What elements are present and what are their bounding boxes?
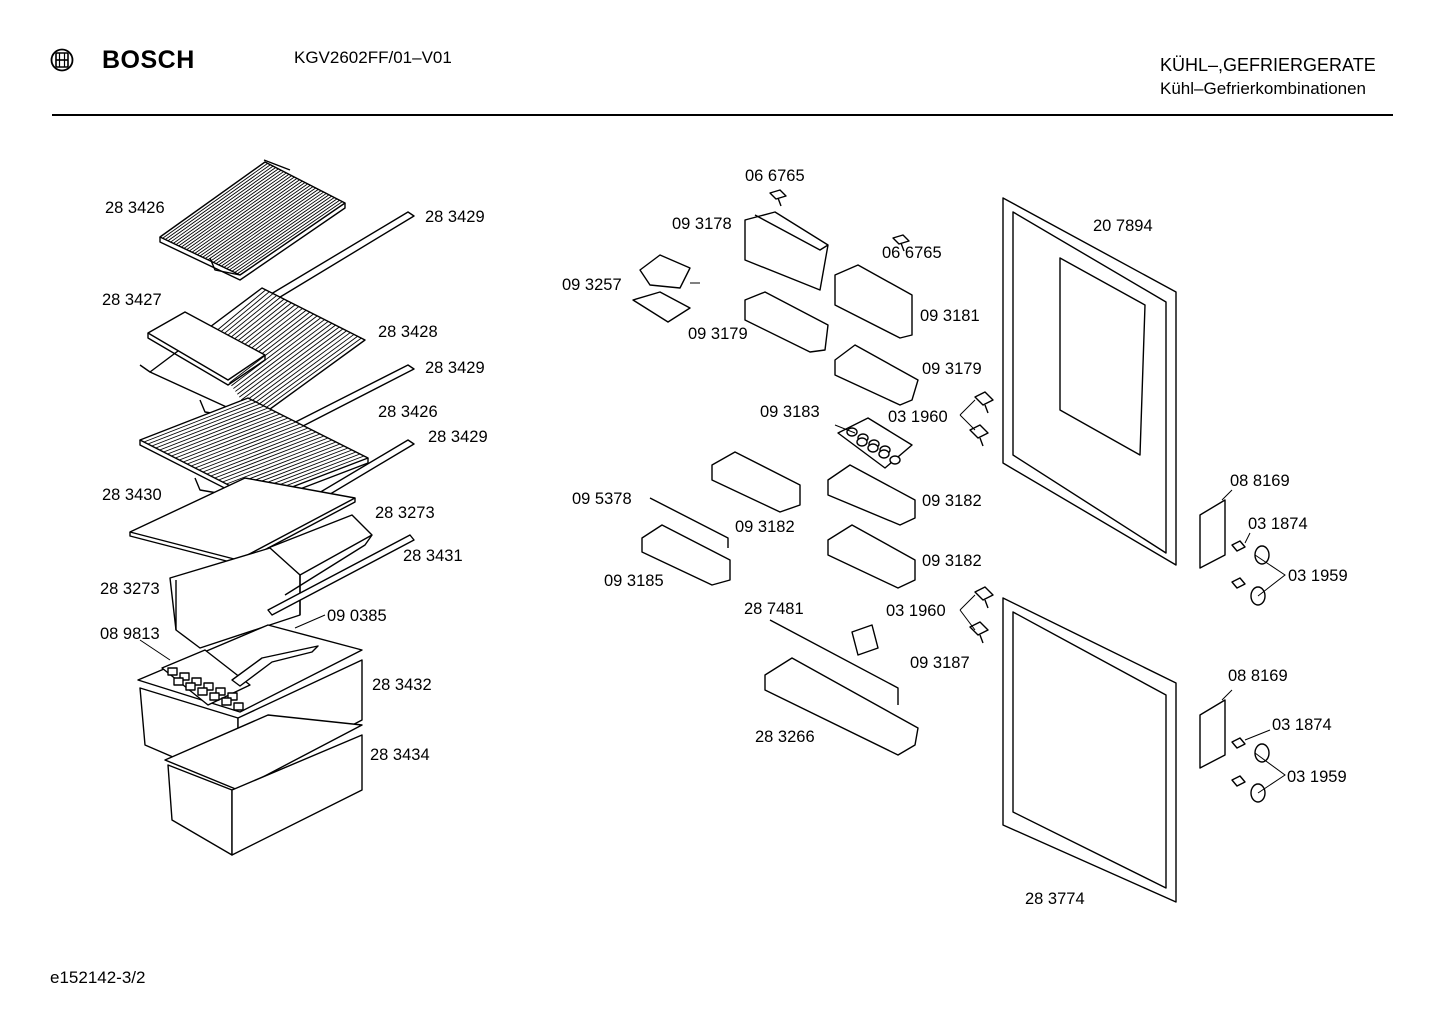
part-label: 28 3266 <box>755 728 815 746</box>
part-label: 28 3434 <box>370 746 430 764</box>
part-label: 28 3429 <box>428 428 488 446</box>
part-label: 06 6765 <box>882 244 942 262</box>
part-label: 08 8169 <box>1228 667 1288 685</box>
part-label: 28 3432 <box>372 676 432 694</box>
part-label: 28 3428 <box>378 323 438 341</box>
part-labels: 28 3426 28 3429 28 3427 28 3428 28 3429 … <box>100 167 1348 908</box>
part-label: 20 7894 <box>1093 217 1153 235</box>
part-label: 28 3273 <box>100 580 160 598</box>
part-label: 09 3182 <box>922 492 982 510</box>
part-label: 09 0385 <box>327 607 387 625</box>
part-label: 28 7481 <box>744 600 804 618</box>
part-label: 09 5378 <box>572 490 632 508</box>
header-divider <box>52 114 1393 116</box>
part-label: 09 3187 <box>910 654 970 672</box>
part-label: 09 3181 <box>920 307 980 325</box>
part-label: 09 3257 <box>562 276 622 294</box>
category-subtitle: Kühl–Gefrierkombinationen <box>1160 79 1367 98</box>
door-bins <box>632 189 994 756</box>
part-label: 03 1959 <box>1288 567 1348 585</box>
brand-name: BOSCH <box>102 46 195 74</box>
part-label: 28 3429 <box>425 208 485 226</box>
part-label: 03 1874 <box>1272 716 1332 734</box>
category-title: KÜHL–,GEFRIERGERATE <box>1160 55 1376 75</box>
wire-shelf-top <box>159 159 346 281</box>
part-label: 03 1960 <box>888 408 948 426</box>
part-label: 08 9813 <box>100 625 160 643</box>
part-label: 09 3182 <box>922 552 982 570</box>
diagram-id: e152142-3/2 <box>50 968 146 987</box>
part-label: 28 3426 <box>378 403 438 421</box>
part-label: 28 3774 <box>1025 890 1085 908</box>
part-label: 03 1960 <box>886 602 946 620</box>
part-label: 09 3185 <box>604 572 664 590</box>
crisper-bins <box>169 514 415 649</box>
model-number: KGV2602FF/01–V01 <box>294 48 452 67</box>
part-label: 09 3182 <box>735 518 795 536</box>
doors <box>1002 197 1270 903</box>
wire-shelf-lower <box>139 397 369 506</box>
part-label: 28 3431 <box>403 547 463 565</box>
part-label: 28 3429 <box>425 359 485 377</box>
part-label: 09 3179 <box>688 325 748 343</box>
freezer-drawer-lower <box>164 714 363 856</box>
part-label: 09 3183 <box>760 403 820 421</box>
part-label: 09 3178 <box>672 215 732 233</box>
part-label: 06 6765 <box>745 167 805 185</box>
part-label: 08 8169 <box>1230 472 1290 490</box>
leader-lines <box>139 282 1286 794</box>
part-label: 28 3427 <box>102 291 162 309</box>
part-label: 28 3430 <box>102 486 162 504</box>
part-label: 28 3426 <box>105 199 165 217</box>
part-label: 03 1874 <box>1248 515 1308 533</box>
part-label: 09 3179 <box>922 360 982 378</box>
part-label: 28 3273 <box>375 504 435 522</box>
part-label: 03 1959 <box>1287 768 1347 786</box>
bosch-armature-logo-icon <box>50 48 74 72</box>
